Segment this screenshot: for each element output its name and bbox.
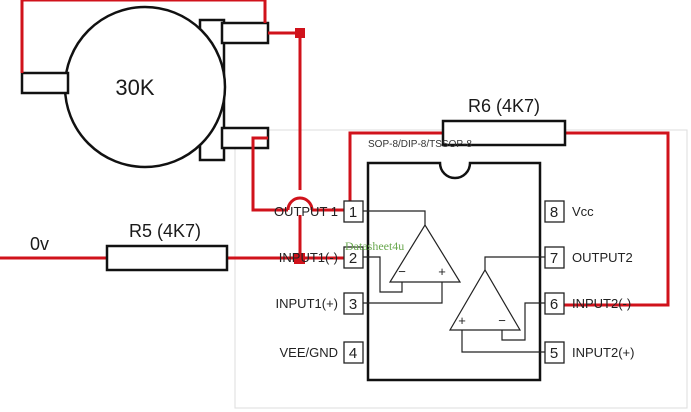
opamp2-inplus-wire bbox=[461, 330, 545, 353]
r5-body bbox=[105, 244, 229, 272]
pot-lead-top bbox=[220, 21, 270, 45]
junction-top bbox=[295, 28, 305, 38]
pin-num-8: 8 bbox=[550, 204, 558, 221]
opamp1-out-wire bbox=[363, 210, 426, 225]
pin-label-7: OUTPUT2 bbox=[572, 250, 633, 265]
pin-num-6: 6 bbox=[550, 296, 558, 313]
pin-label-6: INPUT2(-) bbox=[572, 296, 631, 311]
r6-body bbox=[441, 119, 567, 147]
ic-body bbox=[366, 161, 542, 382]
r5-label: R5 (4K7) bbox=[129, 221, 201, 241]
pin-box-8 bbox=[544, 200, 565, 223]
opamp2-out-wire bbox=[484, 256, 545, 270]
resistor-r5: R5 (4K7) bbox=[105, 221, 229, 272]
pin-num-3: 3 bbox=[349, 296, 357, 313]
pot-label: 30K bbox=[115, 75, 154, 100]
potentiometer: 30K bbox=[20, 5, 270, 169]
wire-hop bbox=[286, 196, 314, 211]
opamp2-minus: − bbox=[498, 313, 506, 328]
pin-num-7: 7 bbox=[550, 250, 558, 267]
pin-box-4 bbox=[343, 341, 364, 364]
ic-package-label: SOP-8/DIP-8/TSSOP-8 bbox=[368, 139, 472, 150]
opamp2-inminus-wire bbox=[501, 302, 545, 341]
watermark: Datasheet4u bbox=[345, 239, 404, 253]
r6-label: R6 (4K7) bbox=[468, 96, 540, 116]
resistor-r6: R6 (4K7) bbox=[441, 96, 567, 147]
pin-label-4: VEE/GND bbox=[279, 345, 338, 360]
opamp1-triangle bbox=[388, 223, 462, 283]
pin-num-5: 5 bbox=[550, 345, 558, 362]
ic-dual-opamp: SOP-8/DIP-8/TSSOP-8 1 2 3 4 OUTPUT 1 INP… bbox=[274, 139, 634, 382]
opamp2-plus: + bbox=[458, 313, 466, 328]
opamp1-inplus-wire bbox=[363, 282, 443, 304]
wire-r6-right bbox=[562, 131, 670, 307]
wire-pot-bottom bbox=[251, 136, 288, 212]
pin-num-4: 4 bbox=[349, 345, 357, 362]
pin-label-8: Vcc bbox=[572, 204, 594, 219]
junction-input bbox=[294, 253, 305, 264]
wire-wiper-loop bbox=[20, 0, 267, 73]
opamp1-inminus-wire bbox=[363, 256, 403, 293]
pin-label-3: INPUT1(+) bbox=[276, 296, 338, 311]
pin-label-2: INPUT1(-) bbox=[279, 250, 338, 265]
datasheet-frame bbox=[234, 129, 688, 409]
pin-label-5: INPUT2(+) bbox=[572, 345, 634, 360]
opamp1-minus: − bbox=[398, 264, 406, 279]
pin-label-1: OUTPUT 1 bbox=[274, 204, 338, 219]
pin-num-2: 2 bbox=[349, 250, 357, 267]
opamp1-plus: + bbox=[438, 264, 446, 279]
opamp2-triangle bbox=[448, 268, 522, 331]
pot-wiper-lead bbox=[20, 71, 70, 95]
pin-num-1: 1 bbox=[349, 204, 357, 221]
input-0v-label: 0v bbox=[30, 234, 49, 254]
